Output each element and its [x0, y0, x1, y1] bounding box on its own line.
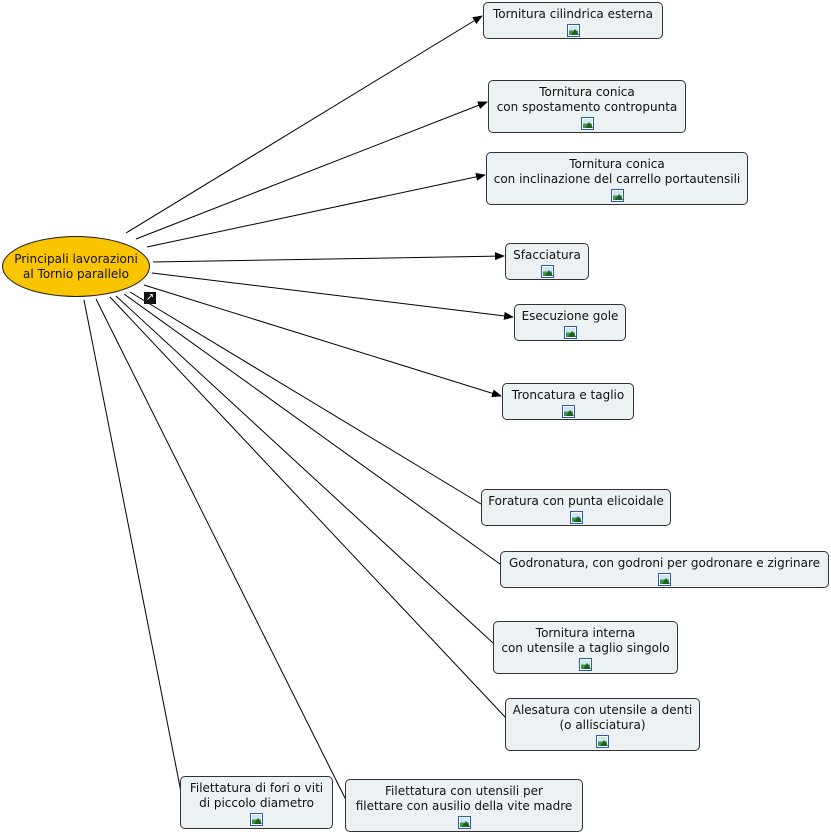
edge-n9 [115, 295, 494, 644]
node-label: Sfacciatura [513, 248, 581, 262]
root-line-1: Principali lavorazioni [14, 251, 138, 266]
image-icon[interactable] [563, 326, 577, 339]
node-label: Alesatura con utensile a denti [512, 703, 693, 717]
image-icon[interactable] [457, 816, 471, 829]
node-label: Tornitura cilindrica esterna [493, 7, 653, 21]
node-label: Esecuzione gole [521, 309, 619, 323]
image-icon[interactable] [610, 189, 624, 202]
node-label: filettare con ausilio della vite madre [355, 799, 573, 813]
node-label: Filettatura di fori o viti [189, 781, 324, 795]
node-label: Tornitura conica [539, 85, 635, 99]
image-icon[interactable] [561, 405, 575, 418]
image-icon[interactable] [540, 265, 554, 278]
edge-n4 [152, 252, 505, 263]
shortcut-arrow-icon[interactable]: ↗ [144, 292, 156, 304]
node-label: Foratura con punta elicoidale [488, 494, 664, 508]
edge-n5 [151, 272, 514, 320]
edge-n11 [95, 298, 347, 801]
node-godronatura[interactable]: Godronatura, con godroni per godronare e… [500, 551, 829, 588]
node-tornitura-interna[interactable]: Tornitura interna con utensile a taglio … [493, 621, 678, 674]
node-label: Filettatura con utensili per [385, 784, 543, 798]
edge-n3 [146, 172, 486, 248]
node-tornitura-conica-contropunta[interactable]: Tornitura conica con spostamento controp… [488, 80, 686, 133]
edge-n7 [129, 291, 482, 505]
node-tornitura-conica-carrello[interactable]: Tornitura conica con inclinazione del ca… [486, 152, 748, 205]
image-icon[interactable] [596, 735, 609, 748]
image-icon[interactable] [569, 511, 583, 524]
image-icon[interactable] [658, 573, 671, 586]
image-icon[interactable] [250, 813, 263, 826]
node-filettatura-vite-madre[interactable]: Filettatura con utensili per filettare c… [345, 779, 583, 832]
node-label: con spostamento contropunta [496, 100, 678, 114]
node-esecuzione-gole[interactable]: Esecuzione gole [514, 304, 626, 341]
node-alesatura[interactable]: Alesatura con utensile a denti (o allisc… [505, 698, 700, 751]
image-icon[interactable] [580, 117, 594, 130]
node-label: con utensile a taglio singolo [501, 641, 670, 655]
node-label: Godronatura, con godroni per godronare e… [508, 556, 821, 570]
root-line-2: al Tornio parallelo [23, 266, 129, 281]
node-sfacciatura[interactable]: Sfacciatura [505, 243, 589, 280]
node-foratura[interactable]: Foratura con punta elicoidale [481, 489, 671, 526]
node-label: di piccolo diametro [199, 796, 314, 810]
node-troncatura-taglio[interactable]: Troncatura e taglio [502, 383, 634, 420]
image-icon[interactable] [579, 658, 592, 671]
edge-n1 [125, 15, 483, 234]
image-icon[interactable] [566, 24, 580, 37]
edge-n6 [143, 284, 502, 398]
edge-n2 [135, 101, 488, 240]
node-filettatura-fori[interactable]: Filettatura di fori o viti di piccolo di… [180, 776, 333, 829]
node-label: con inclinazione del carrello portautens… [493, 172, 741, 186]
node-label: Troncatura e taglio [511, 388, 625, 402]
edge-n10 [109, 296, 507, 719]
node-label: Tornitura conica [569, 157, 665, 171]
edge-n8 [123, 293, 501, 565]
node-label: (o allisciatura) [559, 718, 646, 732]
node-label: Tornitura interna [535, 626, 636, 640]
edge-n12 [83, 299, 182, 793]
node-tornitura-cilindrica[interactable]: Tornitura cilindrica esterna [483, 2, 663, 39]
root-concept-node[interactable]: Principali lavorazioni al Tornio paralle… [2, 236, 150, 297]
